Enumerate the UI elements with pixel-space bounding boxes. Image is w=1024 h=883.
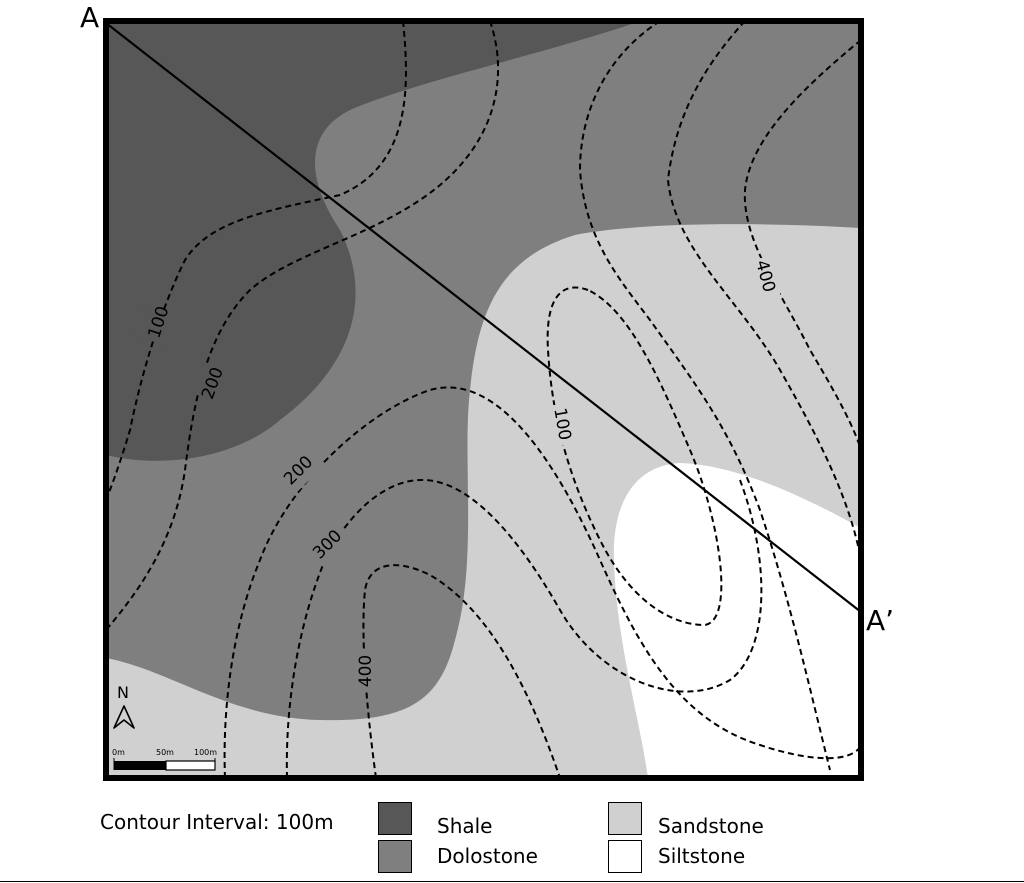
contour-line xyxy=(285,478,763,778)
contour-line xyxy=(666,21,861,561)
north-arrow-icon xyxy=(113,705,135,729)
bottom-rule xyxy=(0,881,1024,882)
legend-swatch-shale xyxy=(378,802,412,835)
contour-line xyxy=(546,286,723,627)
siltstone-unit-se xyxy=(613,463,861,778)
section-label-a: A xyxy=(80,1,100,34)
scale-label-50: 50m xyxy=(156,748,174,757)
scale-bar xyxy=(113,758,216,771)
shale-unit-ne xyxy=(600,21,861,40)
scale-label-0: 0m xyxy=(112,748,125,757)
contour-interval-label: Contour Interval: 100m xyxy=(100,810,334,834)
contour-line xyxy=(106,21,500,631)
scale-label-100: 100m xyxy=(194,748,218,757)
north-label: N xyxy=(117,683,129,702)
contour-line xyxy=(223,386,861,778)
section-label-a-prime: A’ xyxy=(866,604,895,637)
legend-swatch-siltstone xyxy=(608,840,642,873)
contour-lines xyxy=(106,21,861,778)
legend-label-sandstone: Sandstone xyxy=(658,814,764,838)
contour-line xyxy=(106,21,407,501)
contour-label-400-sw: 400 xyxy=(356,655,376,687)
legend-label-shale: Shale xyxy=(437,814,493,838)
legend-label-dolostone: Dolostone xyxy=(437,844,538,868)
contour-line xyxy=(578,21,831,771)
legend-swatch-dolostone xyxy=(378,840,412,873)
section-line xyxy=(105,22,862,613)
shale-unit-nw xyxy=(106,21,640,461)
legend-label-siltstone: Siltstone xyxy=(658,844,746,868)
map-frame xyxy=(103,18,864,781)
legend-swatch-sandstone xyxy=(608,802,642,835)
